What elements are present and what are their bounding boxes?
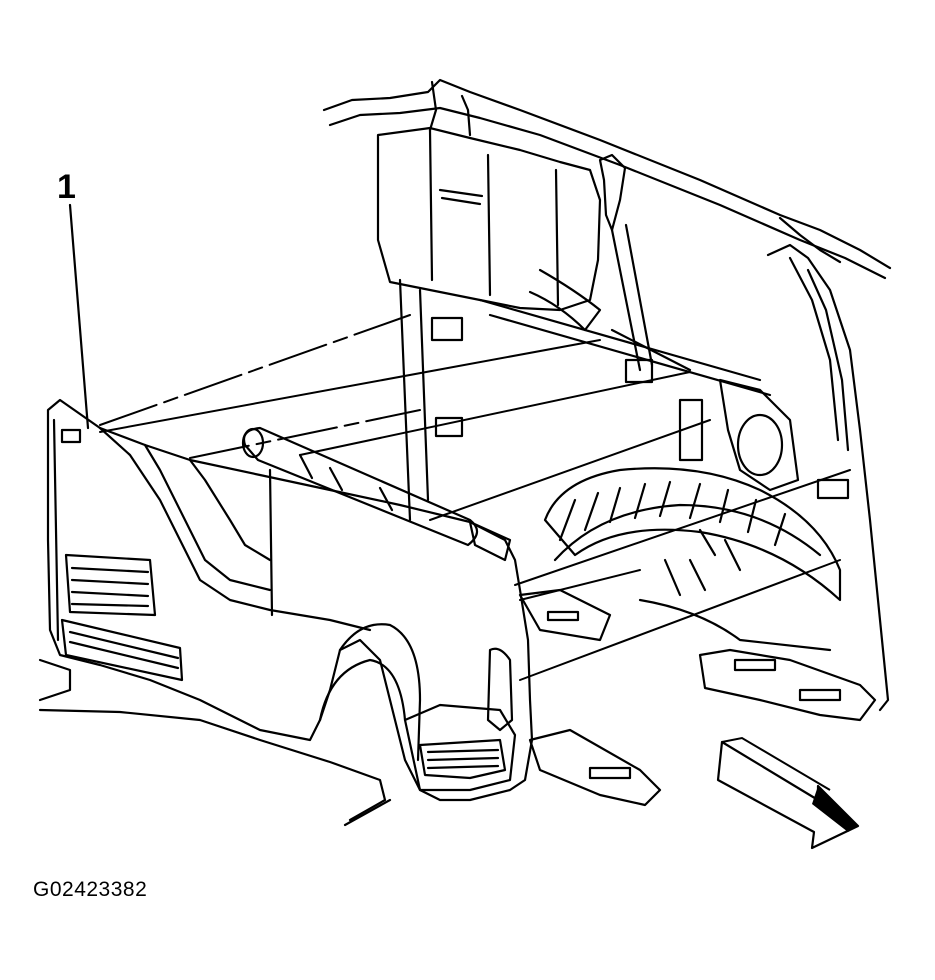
- right-side-wall: [720, 245, 888, 710]
- floor-brackets: [520, 590, 875, 805]
- quarter-trim-panel: [48, 400, 532, 800]
- cab-roof-rail: [324, 80, 890, 278]
- lower-body-edge: [40, 660, 390, 825]
- rear-seat-back: [378, 128, 600, 330]
- figure-code: G02423382: [33, 878, 148, 901]
- callout-leader-line: [70, 205, 88, 428]
- rear-wall-structure: [400, 280, 770, 520]
- callout-number-1: 1: [57, 168, 76, 206]
- wheel-well: [545, 468, 840, 650]
- forward-direction-arrow: [718, 738, 858, 848]
- alignment-lines: [100, 315, 850, 680]
- jack-storage-tube: [243, 428, 477, 545]
